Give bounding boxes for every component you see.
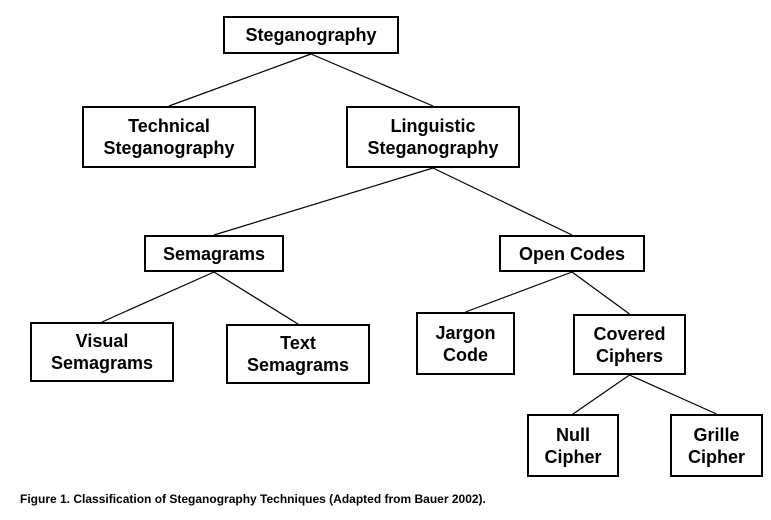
node-linguistic-line-1: Linguistic — [390, 116, 476, 136]
edge-open_codes-to-jargon_code — [465, 271, 573, 313]
node-null-cipher-line-2: Cipher — [544, 446, 602, 467]
node-open-codes: Open Codes — [499, 235, 645, 272]
node-text-semagrams: Text Semagrams — [226, 324, 370, 384]
node-jargon-code-line-2: Code — [443, 344, 488, 365]
node-jargon-code-line-1: Jargon — [435, 322, 496, 343]
node-linguistic-steganography: Linguistic Steganography — [346, 106, 520, 168]
node-open-codes-line-1: Open Codes — [518, 243, 625, 264]
node-visual-semagrams-line-2: Semagrams — [50, 353, 154, 373]
figure-caption: Figure 1. Classification of Steganograph… — [20, 492, 486, 506]
node-covered-ciphers-line-1: Covered — [593, 323, 666, 344]
node-null-cipher: Null Cipher — [527, 414, 619, 477]
node-technical-steganography: Technical Steganography — [82, 106, 256, 168]
node-technical-line-1: Technical — [128, 116, 210, 136]
node-technical-line-2: Steganography — [103, 138, 235, 158]
edge-covered_ciphers-to-grille_cipher — [629, 374, 717, 415]
node-linguistic-line-2: Steganography — [367, 138, 499, 158]
edge-linguistic-to-open_codes — [432, 167, 573, 236]
node-null-cipher-line-1: Null — [556, 424, 590, 445]
node-visual-semagrams-line-1: Visual — [75, 331, 129, 351]
node-grille-cipher-line-2: Cipher — [687, 446, 745, 467]
node-grille-cipher-line-1: Grille — [693, 424, 740, 445]
node-visual-semagrams: Visual Semagrams — [30, 322, 174, 382]
edge-linguistic-to-semagrams — [213, 167, 434, 236]
node-semagrams: Semagrams — [144, 235, 284, 272]
node-jargon-code: Jargon Code — [416, 312, 515, 375]
edge-steganography-to-technical — [168, 53, 312, 107]
node-semagrams-line-1: Semagrams — [162, 243, 266, 264]
node-steganography-line-1: Steganography — [245, 25, 377, 45]
edge-semagrams-to-text_semagrams — [213, 271, 299, 325]
node-covered-ciphers: Covered Ciphers — [573, 314, 686, 375]
node-covered-ciphers-line-2: Ciphers — [595, 345, 664, 366]
node-text-semagrams-line-1: Text — [280, 333, 316, 353]
node-grille-cipher: Grille Cipher — [670, 414, 763, 477]
edge-open_codes-to-covered_ciphers — [571, 271, 630, 315]
edge-semagrams-to-visual_semagrams — [101, 271, 215, 323]
edge-covered_ciphers-to-null_cipher — [572, 374, 630, 415]
node-text-semagrams-line-2: Semagrams — [246, 355, 350, 375]
node-steganography: Steganography — [223, 16, 399, 54]
edge-steganography-to-linguistic — [310, 53, 434, 107]
